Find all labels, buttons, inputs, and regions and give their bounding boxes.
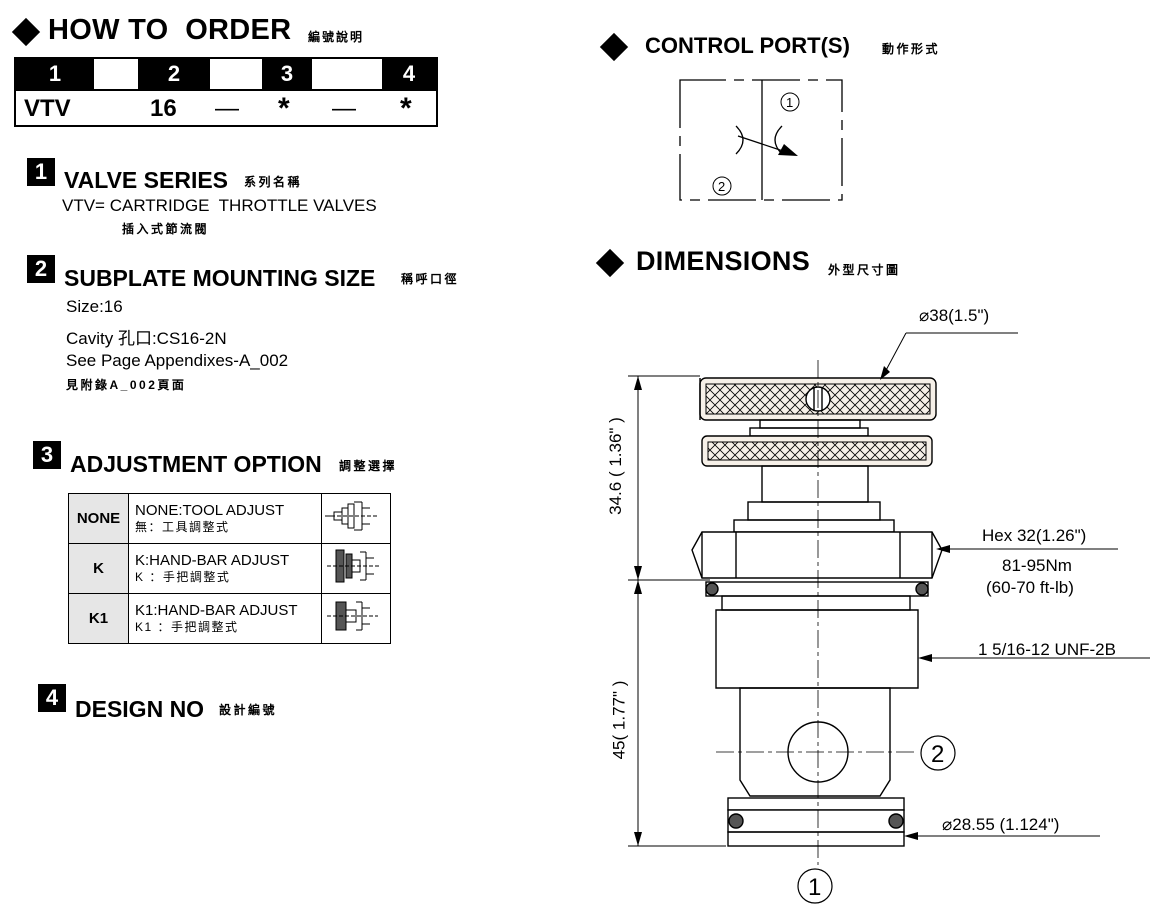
control-ports-title: CONTROL PORT(S)	[645, 33, 850, 58]
valve-dimension-drawing: 2 1	[628, 332, 1150, 904]
control-port-symbol: ① ② 1 2	[679, 79, 843, 201]
option-desc-en: K:HAND-BAR ADJUST	[135, 551, 290, 569]
section-4-title-cjk: 設計編號	[219, 703, 278, 717]
option-desc-en: NONE:TOOL ADJUST	[135, 501, 285, 519]
torque-ftlb-label: (60-70 ft-lb)	[986, 578, 1074, 597]
option-desc-cjk: K1 ：手把調整式	[135, 619, 239, 634]
section-1-title: VALVE SERIES	[64, 167, 229, 193]
diamond-bullet-icon	[595, 248, 625, 278]
section-1-number: 1	[27, 158, 55, 186]
option-code: K1	[68, 593, 129, 644]
dim-port-1-digit: 1	[808, 874, 821, 901]
hand-bar-icon	[327, 601, 378, 631]
hex-size-label: Hex 32(1.26")	[982, 526, 1087, 545]
section-1-title-cjk: 系列名稱	[244, 175, 303, 189]
order-field-3-value: *	[278, 92, 290, 125]
subplate-see-page-cjk: 見附錄A_002頁面	[66, 378, 187, 392]
top-diameter-label: ⌀38(1.5")	[919, 306, 990, 325]
section-2-title: SUBPLATE MOUNTING SIZE	[64, 265, 376, 291]
dimensions-title: DIMENSIONS	[636, 246, 811, 276]
option-code: K	[68, 543, 129, 594]
order-code-table: 1 2 3 4 VTV 16 — * — *	[14, 57, 438, 127]
table-row: K1 K1:HAND-BAR ADJUST K1 ：手把調整式	[68, 593, 391, 644]
section-2-number: 2	[27, 255, 55, 283]
section-4-title: DESIGN NO	[75, 696, 205, 722]
subplate-cavity: Cavity 孔口:CS16-2N	[66, 329, 227, 348]
order-code-header-row	[16, 59, 436, 91]
how-to-order-title: HOW TO ORDER	[48, 14, 292, 46]
dim-port-2-digit: 2	[931, 741, 944, 768]
option-desc-en: K1:HAND-BAR ADJUST	[135, 601, 298, 619]
option-icon-cell	[321, 593, 391, 644]
table-row: K K:HAND-BAR ADJUST K ：手把調整式	[68, 543, 391, 594]
lower-height-label: 45( 1.77" )	[609, 680, 629, 760]
adjustment-options-table: NONE NONE:TOOL ADJUST 無：工具調整式 K K:HAND-B…	[68, 493, 391, 644]
order-field-4-value: *	[400, 92, 412, 125]
table-row: NONE NONE:TOOL ADJUST 無：工具調整式	[68, 493, 391, 544]
order-dash-2: —	[332, 95, 356, 122]
bottom-diameter-label: ⌀28.55 (1.124")	[942, 815, 1060, 834]
option-code: NONE	[68, 493, 129, 544]
torque-nm-label: 81-95Nm	[1002, 556, 1072, 575]
order-field-1-number: 1	[16, 59, 94, 89]
order-field-3-number: 3	[262, 59, 312, 89]
section-4-number: 4	[38, 684, 66, 712]
dimensions-title-cjk: 外型尺寸圖	[828, 263, 901, 277]
how-to-order-title-cjk: 編號說明	[308, 30, 365, 44]
port-1-digit: 1	[786, 95, 793, 110]
tool-adjust-icon	[325, 501, 378, 531]
subplate-size: Size:16	[66, 297, 123, 316]
section-3-number: 3	[33, 441, 61, 469]
valve-series-definition: VTV= CARTRIDGE THROTTLE VALVES	[62, 196, 377, 215]
option-icon-cell	[321, 493, 391, 544]
order-dash-1: —	[215, 95, 239, 122]
diamond-bullet-icon	[599, 32, 629, 62]
option-desc-cjk: 無：工具調整式	[135, 519, 230, 534]
section-2-title-cjk: 稱呼口徑	[401, 272, 460, 286]
option-description: NONE:TOOL ADJUST 無：工具調整式	[128, 493, 322, 544]
port-2-digit: 2	[718, 179, 725, 194]
order-field-1-value: VTV	[24, 95, 71, 122]
option-desc-cjk: K ：手把調整式	[135, 569, 231, 584]
section-3-title: ADJUSTMENT OPTION	[70, 451, 322, 477]
option-description: K1:HAND-BAR ADJUST K1 ：手把調整式	[128, 593, 322, 644]
option-description: K:HAND-BAR ADJUST K ：手把調整式	[128, 543, 322, 594]
valve-series-definition-cjk: 插入式節流閥	[122, 222, 210, 236]
section-3-title-cjk: 調整選擇	[339, 459, 398, 473]
hand-bar-icon	[327, 549, 380, 583]
control-ports-title-cjk: 動作形式	[882, 42, 941, 56]
subplate-see-page: See Page Appendixes-A_002	[66, 351, 289, 370]
thread-label: 1 5/16-12 UNF-2B	[978, 640, 1116, 659]
order-field-4-number: 4	[382, 59, 436, 89]
order-field-2-number: 2	[138, 59, 210, 89]
upper-height-label: 34.6 ( 1.36" )	[605, 417, 625, 515]
option-icon-cell	[321, 543, 391, 594]
diamond-bullet-icon	[11, 17, 41, 47]
order-field-2-value: 16	[150, 95, 177, 122]
